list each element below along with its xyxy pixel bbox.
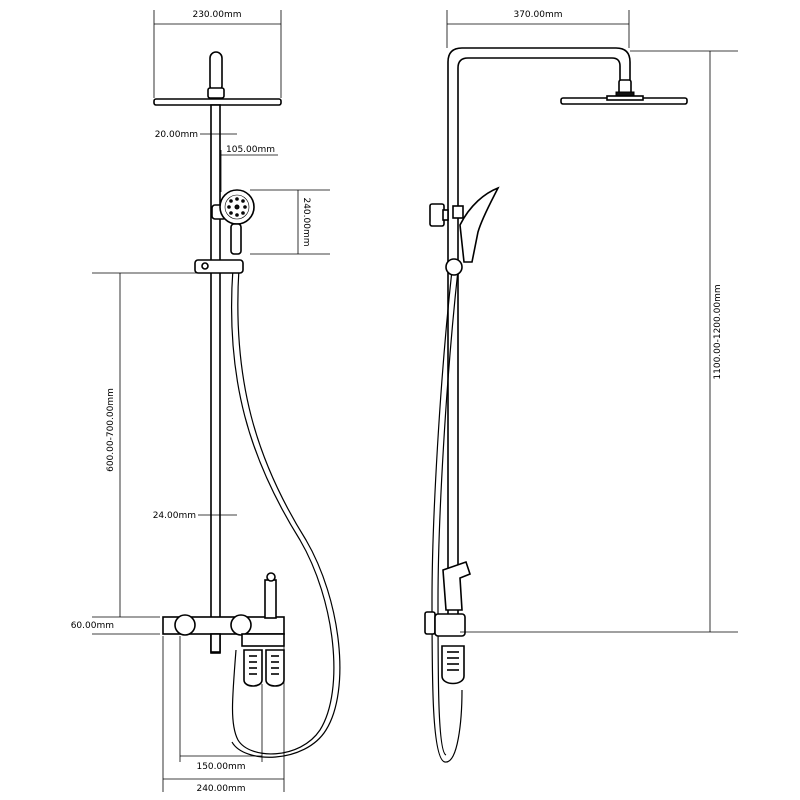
tub-spout-cap xyxy=(266,572,276,582)
dim-outlet-spacing: 150.00mm xyxy=(179,636,263,772)
dim-head-width: 230.00mm xyxy=(153,10,282,98)
side-slider-knob xyxy=(445,258,463,276)
side-wall-flange xyxy=(441,645,465,685)
slider-knob xyxy=(201,262,209,270)
dim-arm-reach-label: 370.00mm xyxy=(513,10,562,20)
side-head-base xyxy=(606,95,644,101)
shower-hose-inner xyxy=(231,267,341,758)
shower-arm xyxy=(209,51,223,93)
dim-arm-offset-label: 20.00mm xyxy=(155,130,198,140)
dim-total-height: 1100.00-1200.00mm xyxy=(460,50,738,633)
side-mixer-flange xyxy=(424,611,436,635)
dim-slider-height-label: 600.00-700.00mm xyxy=(106,388,116,472)
shower-hose xyxy=(230,267,335,755)
dim-rail-diameter-label: 24.00mm xyxy=(153,511,196,521)
dim-head-width-label: 230.00mm xyxy=(192,10,241,20)
dim-mixer-height: 60.00mm xyxy=(71,621,160,635)
mixer-handle-left xyxy=(174,614,196,636)
main-rail xyxy=(210,104,221,654)
side-view: 370.00mm 1100.00-1200.00mm xyxy=(424,10,738,763)
side-rail-inner xyxy=(457,57,621,625)
hand-shower-handle xyxy=(230,223,242,255)
side-holder-block xyxy=(452,205,464,219)
side-hose-inner xyxy=(437,269,459,756)
side-wall-bracket xyxy=(429,203,445,227)
side-hand-shower xyxy=(459,186,500,263)
dim-arm-reach: 370.00mm xyxy=(446,10,630,48)
mixer-handle-right xyxy=(230,614,252,636)
hand-shower-face xyxy=(224,194,250,220)
side-wall-bracket-arm xyxy=(442,209,449,221)
dim-arm-offset: 20.00mm xyxy=(155,130,237,140)
wall-flange-left xyxy=(243,649,263,687)
dim-slider-height: 600.00-700.00mm xyxy=(92,272,205,618)
dim-handheld-offset-label: 105.00mm xyxy=(226,145,275,155)
rail-bottom xyxy=(210,633,221,653)
dim-rail-diameter: 24.00mm xyxy=(153,511,237,521)
dim-handheld-height: 240.00mm xyxy=(250,189,330,255)
front-view: 230.00mm 20.00mm 105.00mm 240.00mm 600.0… xyxy=(71,10,341,794)
side-mixer-body xyxy=(434,613,466,637)
dim-total-height-label: 1100.00-1200.00mm xyxy=(713,284,723,379)
dim-outlet-spacing-label: 150.00mm xyxy=(196,762,245,772)
tub-spout-stem xyxy=(264,579,277,619)
side-rail-outer xyxy=(447,47,631,625)
side-tub-spout xyxy=(442,560,471,611)
rain-shower-head xyxy=(153,98,282,106)
dim-handheld-height-label: 240.00mm xyxy=(301,197,311,246)
dim-handheld-offset: 105.00mm xyxy=(220,145,278,192)
dim-mixer-width-label: 240.00mm xyxy=(196,784,245,794)
dim-mixer-width: 240.00mm xyxy=(162,636,285,794)
wall-flange-right xyxy=(265,649,285,687)
side-hose xyxy=(431,269,463,763)
spray-nozzles xyxy=(227,197,247,217)
wall-connector xyxy=(241,633,285,647)
dim-mixer-height-label: 60.00mm xyxy=(71,621,114,631)
arm-connector xyxy=(207,87,225,99)
